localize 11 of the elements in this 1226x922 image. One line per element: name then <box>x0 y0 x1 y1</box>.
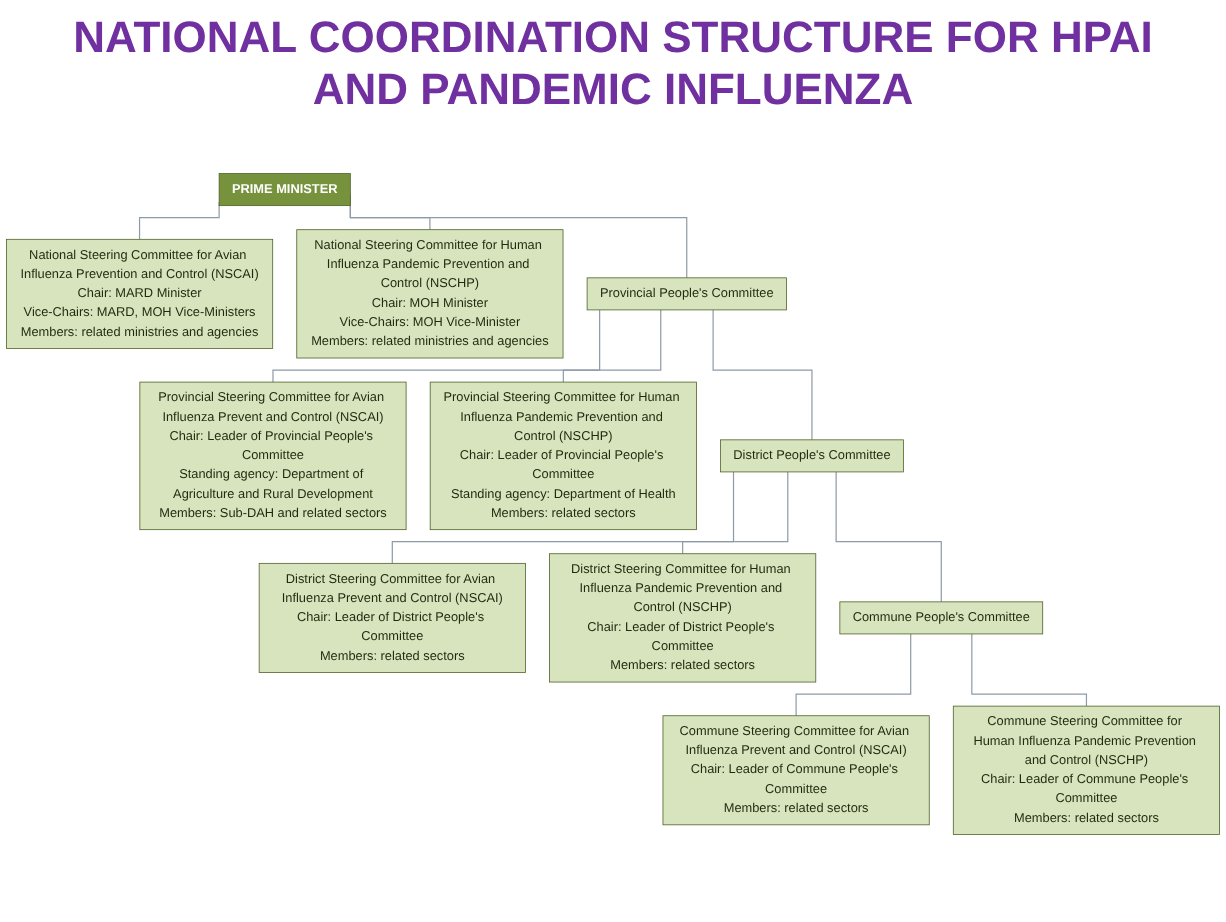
connector <box>349 201 431 231</box>
connector <box>562 309 662 383</box>
connector <box>971 633 1088 707</box>
connector <box>138 201 220 240</box>
connector <box>795 633 912 717</box>
connector <box>272 309 601 383</box>
connector <box>835 471 942 603</box>
connector <box>712 309 813 441</box>
connector <box>682 471 789 555</box>
connector <box>391 471 735 564</box>
diagram-title: NATIONAL COORDINATION STRUCTURE FOR HPAI AND PANDEMIC INFLUENZA <box>71 12 1155 116</box>
